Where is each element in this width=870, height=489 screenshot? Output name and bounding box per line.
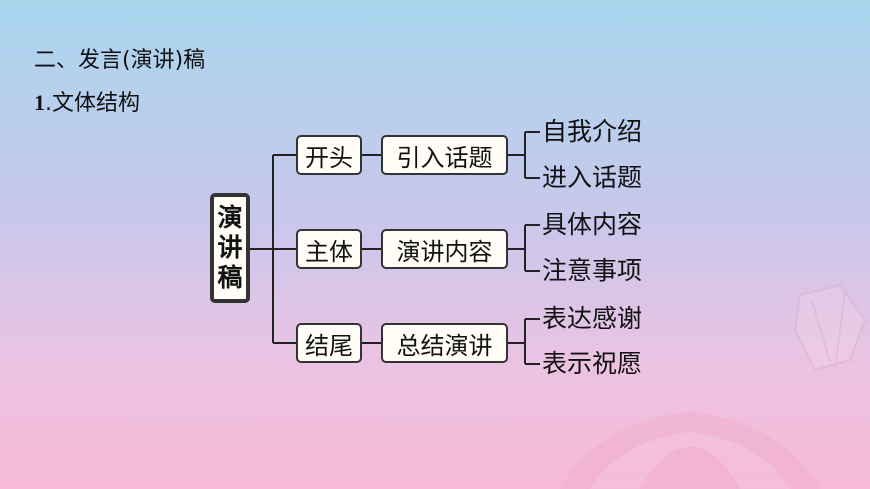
leaf-enter-topic: 进入话题 bbox=[542, 163, 643, 192]
root-char: 稿 bbox=[217, 263, 243, 292]
part-box-opening: 开头 bbox=[296, 135, 362, 175]
leaf-thanks: 表达感谢 bbox=[542, 304, 643, 333]
root-char: 讲 bbox=[217, 233, 243, 262]
middle-box-intro-topic: 引入话题 bbox=[381, 135, 508, 175]
root-char: 演 bbox=[217, 203, 243, 232]
middle-box-speech-content: 演讲内容 bbox=[381, 229, 508, 269]
subsection-title: 1.文体结构 bbox=[34, 90, 140, 117]
part-box-ending: 结尾 bbox=[296, 323, 362, 363]
section-title: 二、发言(演讲)稿 bbox=[34, 48, 206, 73]
root-box-speech: 演 讲 稿 bbox=[210, 193, 250, 303]
leaf-wishes: 表示祝愿 bbox=[542, 349, 643, 378]
subsection-text: .文体结构 bbox=[45, 91, 140, 116]
subsection-number: 1 bbox=[34, 90, 45, 115]
part-box-body: 主体 bbox=[296, 229, 362, 269]
leaf-notes: 注意事项 bbox=[542, 256, 643, 285]
leaf-specific-content: 具体内容 bbox=[542, 210, 643, 239]
middle-box-summary: 总结演讲 bbox=[381, 323, 508, 363]
leaf-self-intro: 自我介绍 bbox=[542, 117, 643, 146]
